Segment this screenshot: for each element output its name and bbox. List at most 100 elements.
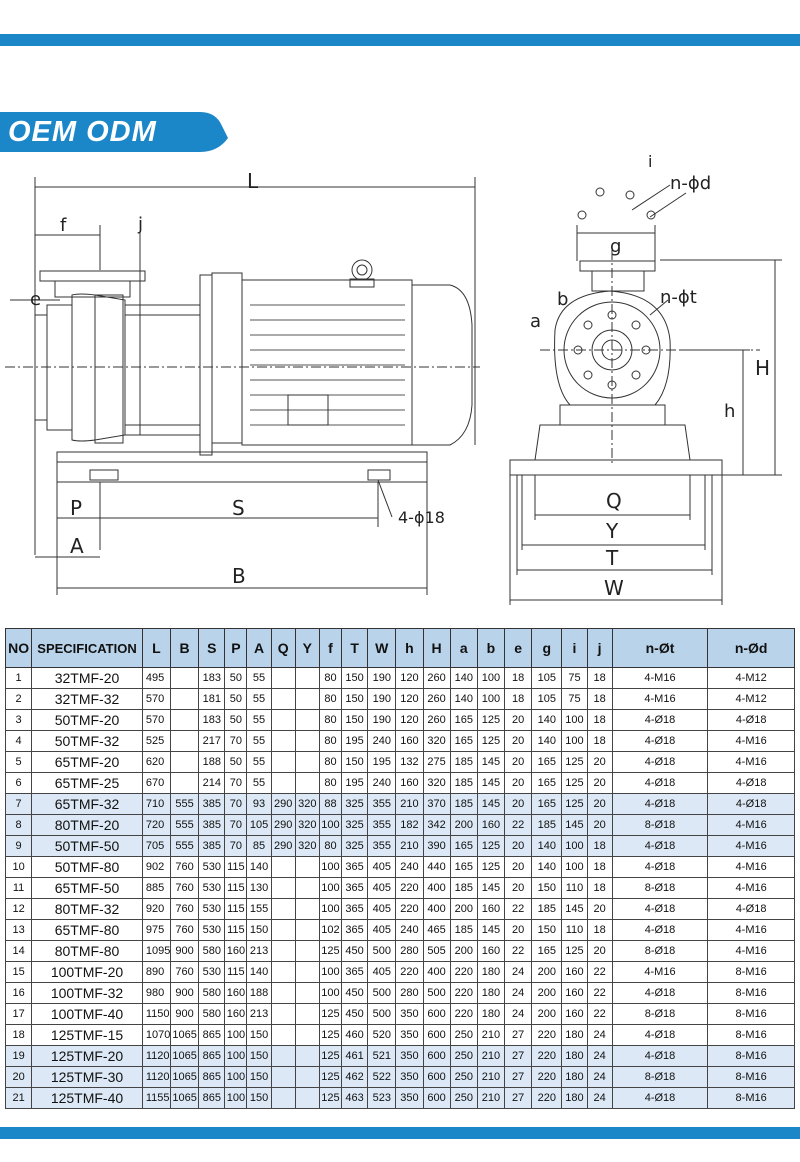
table-cell: 600 xyxy=(422,1087,451,1109)
label-P: P xyxy=(70,496,82,520)
table-cell: 9 xyxy=(4,835,33,857)
table-cell: 100 xyxy=(318,814,343,836)
table-cell: 150 xyxy=(341,709,369,731)
table-cell: 70 xyxy=(224,835,248,857)
table-cell: 140 xyxy=(449,667,478,689)
table-cell: 260 xyxy=(422,667,451,689)
table-cell: 4-M16 xyxy=(707,751,795,773)
specification-cell: 80TMF-80 xyxy=(31,940,143,962)
table-cell: 8-M16 xyxy=(707,961,795,983)
table-cell: 4-M16 xyxy=(611,688,709,710)
table-cell: 8 xyxy=(4,814,33,836)
specification-cell: 100TMF-32 xyxy=(31,982,143,1004)
table-cell: 325 xyxy=(341,793,369,815)
table-cell: 180 xyxy=(476,1003,506,1025)
table-cell: 210 xyxy=(476,1024,506,1046)
table-cell: 1095 xyxy=(141,940,172,962)
table-cell: 105 xyxy=(531,688,563,710)
table-cell xyxy=(270,772,296,794)
label-L: L xyxy=(247,169,259,193)
table-cell: 140 xyxy=(246,856,272,878)
table-cell: 1065 xyxy=(170,1045,200,1067)
column-header: P xyxy=(224,628,248,668)
table-cell: 115 xyxy=(224,877,248,899)
table-cell: 865 xyxy=(198,1045,226,1067)
label-nt: n-ϕt xyxy=(660,287,697,308)
table-cell: 500 xyxy=(367,982,397,1004)
table-cell: 130 xyxy=(246,877,272,899)
table-cell xyxy=(270,1045,296,1067)
table-cell xyxy=(270,1066,296,1088)
column-header: h xyxy=(395,628,424,668)
table-cell: 100 xyxy=(224,1045,248,1067)
table-cell: 705 xyxy=(141,835,172,857)
table-cell: 24 xyxy=(504,961,533,983)
table-cell: 125 xyxy=(318,940,343,962)
table-cell: 160 xyxy=(561,1003,588,1025)
table-cell: 500 xyxy=(422,982,451,1004)
table-cell: 110 xyxy=(561,877,588,899)
column-header: S xyxy=(198,628,226,668)
table-cell: 405 xyxy=(367,877,397,899)
table-cell: 210 xyxy=(395,793,424,815)
table-cell: 100 xyxy=(561,835,588,857)
table-cell: 385 xyxy=(198,793,226,815)
table-cell: 1065 xyxy=(170,1024,200,1046)
table-cell: 213 xyxy=(246,940,272,962)
table-cell: 100 xyxy=(561,730,588,752)
table-cell: 4-M12 xyxy=(707,688,795,710)
table-cell: 160 xyxy=(476,814,506,836)
table-cell: 24 xyxy=(586,1024,613,1046)
table-cell: 570 xyxy=(141,688,172,710)
table-cell: 1065 xyxy=(170,1066,200,1088)
table-cell: 80 xyxy=(318,772,343,794)
table-cell: 1065 xyxy=(170,1087,200,1109)
table-cell: 150 xyxy=(341,688,369,710)
table-cell: 100 xyxy=(224,1024,248,1046)
table-cell: 80 xyxy=(318,709,343,731)
column-header: i xyxy=(561,628,588,668)
table-cell: 180 xyxy=(561,1024,588,1046)
table-cell: 180 xyxy=(561,1066,588,1088)
specification-cell: 125TMF-40 xyxy=(31,1087,143,1109)
table-cell xyxy=(170,751,200,773)
table-cell: 160 xyxy=(224,1003,248,1025)
table-cell: 20 xyxy=(504,856,533,878)
table-cell: 365 xyxy=(341,919,369,941)
table-cell: 385 xyxy=(198,814,226,836)
table-cell: 200 xyxy=(449,898,478,920)
table-cell: 100 xyxy=(224,1066,248,1088)
table-cell: 1155 xyxy=(141,1087,172,1109)
table-cell: 600 xyxy=(422,1003,451,1025)
table-cell: 20 xyxy=(504,835,533,857)
banner-shape xyxy=(0,112,228,152)
table-cell: 220 xyxy=(531,1087,563,1109)
table-cell xyxy=(170,772,200,794)
table-cell: 400 xyxy=(422,898,451,920)
table-cell: 213 xyxy=(246,1003,272,1025)
table-cell: 145 xyxy=(561,814,588,836)
specification-cell: 125TMF-20 xyxy=(31,1045,143,1067)
column-header: Q xyxy=(270,628,296,668)
column-header: j xyxy=(586,628,613,668)
table-cell: 190 xyxy=(367,688,397,710)
table-cell: 150 xyxy=(246,919,272,941)
table-cell: 18 xyxy=(586,877,613,899)
table-cell: 365 xyxy=(341,877,369,899)
column-header: b xyxy=(476,628,506,668)
table-cell: 250 xyxy=(449,1024,478,1046)
table-cell: 27 xyxy=(504,1066,533,1088)
column-header: A xyxy=(246,628,272,668)
table-cell: 2 xyxy=(4,688,33,710)
table-cell: 8-M16 xyxy=(707,1087,795,1109)
table-cell: 1150 xyxy=(141,1003,172,1025)
table-cell: 140 xyxy=(531,709,563,731)
table-cell: 125 xyxy=(318,1003,343,1025)
table-cell: 105 xyxy=(531,667,563,689)
table-cell: 80 xyxy=(318,835,343,857)
table-cell: 8-M16 xyxy=(707,1066,795,1088)
table-cell: 4-Ø18 xyxy=(611,898,709,920)
